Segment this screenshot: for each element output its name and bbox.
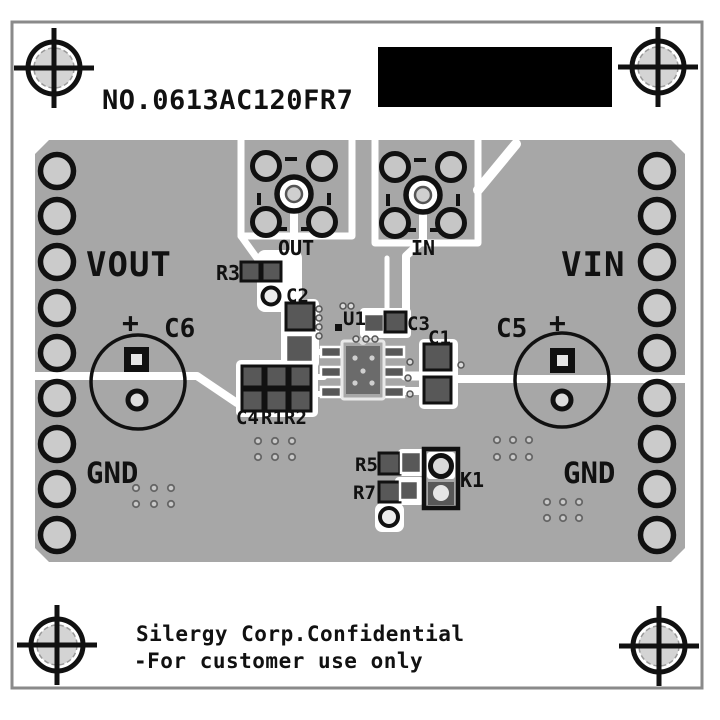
r5-label: R5 [355,454,378,476]
r2-label: R2 [284,407,307,429]
c5-polarity-label: + [549,306,566,339]
footer-line2: -For customer use only [134,649,423,673]
gnd-right-label: GND [563,456,615,490]
k1-label: K1 [460,468,484,492]
vout-label: VOUT [86,245,172,285]
capacitor-c6-footprint [89,333,187,431]
c6-polarity-label: + [122,306,139,339]
c1-label: C1 [428,327,451,349]
left-hole-column [41,155,74,552]
header-k1-footprint [421,446,461,511]
resistor-r7-footprint [377,479,420,528]
part-number-label: NO.0613AC120FR7 [102,85,353,116]
c4-label: C4 [236,407,259,429]
r3-label: R3 [216,261,240,285]
resistor-r3-footprint [239,260,283,307]
r1-label: R1 [261,407,284,429]
resistor-r5-footprint [377,450,423,476]
c5-label: C5 [496,314,527,344]
footer-line1: Silergy Corp.Confidential [136,622,465,646]
right-hole-column [641,155,674,552]
in-port-label: IN [411,236,435,260]
capacitor-c1-footprint [422,342,453,405]
capacitor-c2-footprint [284,301,316,364]
c2-label: C2 [286,285,309,307]
c3-label: C3 [407,313,430,335]
c4-r1-r2-footprints [240,364,313,413]
vin-label: VIN [561,245,625,285]
gnd-left-label: GND [86,456,138,490]
capacitor-c5-footprint [513,331,611,429]
masked-label-block [378,47,612,107]
out-port-label: OUT [278,236,314,260]
u1-label: U1 [343,308,366,330]
r7-label: R7 [353,482,376,504]
capacitor-c3-footprint [362,310,408,334]
c6-label: C6 [164,314,195,344]
